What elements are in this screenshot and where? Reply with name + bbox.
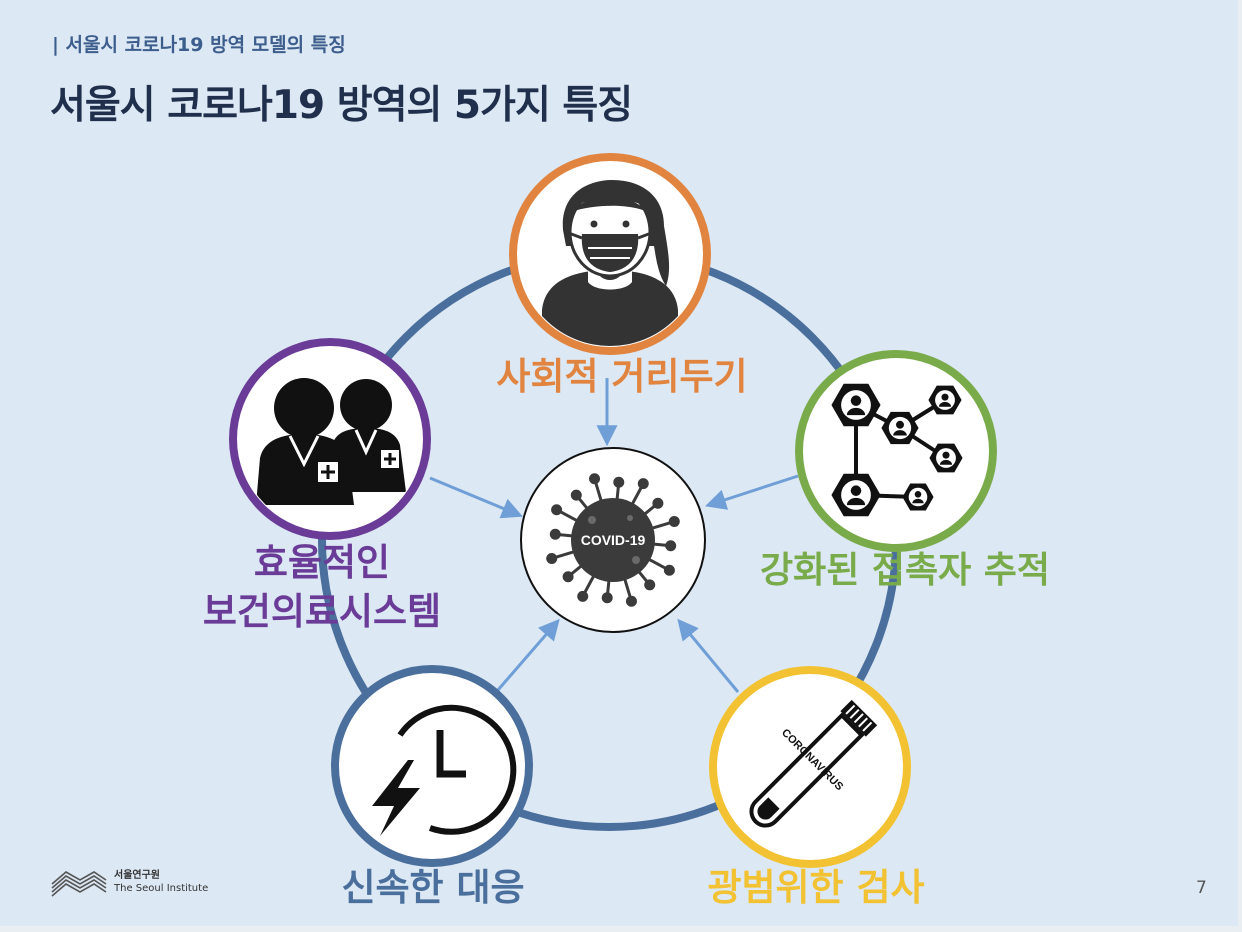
arrow-left: [429, 476, 523, 519]
virus-spike-tip: [652, 497, 664, 509]
contact-person-head: [941, 393, 949, 401]
virus-icon: [546, 473, 680, 607]
node-response: [331, 665, 533, 867]
node-testing: CORONAVIRUS: [709, 666, 911, 868]
logo-waves-icon: [51, 871, 107, 897]
virus-spike-tip: [589, 473, 601, 485]
label-testing: 광범위한 검사: [707, 866, 924, 909]
masked-person-icon: [542, 180, 678, 346]
virus-spike-tip: [570, 489, 582, 501]
virus-spike-tip: [644, 579, 656, 591]
medical-staff-icon: [256, 378, 406, 505]
contact-person-body: [939, 459, 953, 465]
label-response: 신속한 대응: [341, 866, 524, 909]
contact-person-head: [850, 395, 862, 406]
contact-person-head: [896, 420, 904, 429]
arrow-bottom-right: [677, 618, 740, 693]
arrow-right: [705, 474, 799, 510]
virus-spike-tip: [668, 516, 680, 528]
contact-network-icon: [831, 383, 963, 517]
label-medical-line1: 효율적인: [254, 541, 390, 584]
virus-spike-tip: [625, 595, 637, 607]
virus-spike-tip: [577, 590, 589, 602]
node-tracing: [795, 350, 997, 552]
fast-clock-icon: [372, 704, 517, 836]
label-distancing: 사회적 거리두기: [496, 355, 747, 398]
contact-person-head: [850, 485, 862, 496]
test-tube-icon: CORONAVIRUS: [749, 699, 878, 828]
center-label: COVID-19: [581, 532, 646, 548]
contact-person-body: [846, 497, 866, 506]
virus-spike-tip: [551, 504, 563, 516]
contact-person-body: [893, 430, 907, 436]
logo-en: The Seoul Institute: [114, 883, 209, 894]
virus-spike-tip: [613, 476, 625, 488]
contact-person-body: [846, 407, 866, 416]
page-title: 서울시 코로나19 방역의 5가지 특징: [50, 83, 633, 128]
logo-ko: 서울연구원: [114, 870, 160, 881]
label-medical-line2: 보건의료시스템: [203, 590, 441, 633]
virus-spike-tip: [637, 478, 649, 490]
node-distancing: [509, 153, 711, 355]
virus-spike-tip: [549, 528, 561, 540]
page-number: 7: [1196, 878, 1207, 898]
contact-person-head: [942, 451, 950, 459]
virus-spike-tip: [665, 540, 677, 552]
contact-person-body: [912, 498, 924, 504]
contact-person-head: [914, 491, 922, 498]
covid-center: COVID-19: [520, 447, 706, 633]
virus-spike-tip: [601, 592, 613, 604]
virus-spike-tip: [562, 571, 574, 583]
label-tracing: 강화된 접촉자 추적: [760, 550, 1050, 591]
virus-spike-tip: [663, 564, 675, 576]
arrow-bottom-left: [496, 618, 560, 691]
contact-person-body: [938, 401, 952, 407]
virus-spike-tip: [546, 552, 558, 564]
node-medical: [229, 338, 431, 540]
section-label: | 서울시 코로나19 방역 모델의 특징: [52, 34, 346, 56]
seoul-institute-logo: 서울연구원 The Seoul Institute: [50, 866, 208, 898]
